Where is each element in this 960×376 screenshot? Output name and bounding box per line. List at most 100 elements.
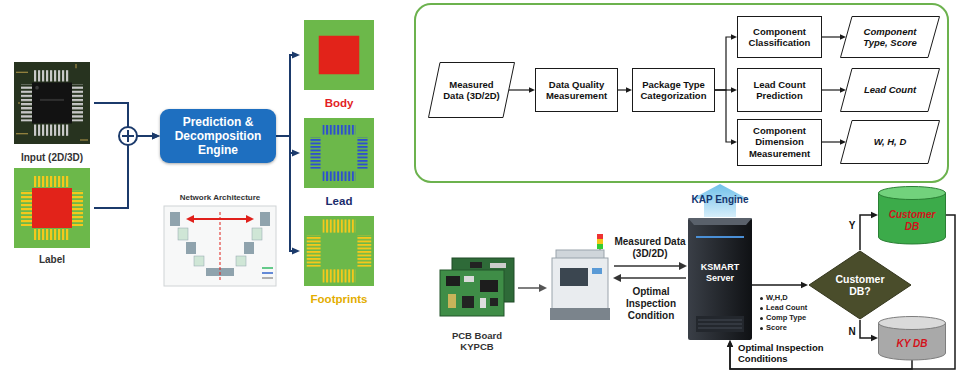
node-label: KY DB: [881, 338, 943, 350]
pcb-component: [448, 294, 456, 308]
bullet-dot: [760, 317, 763, 320]
arrow-head: [871, 335, 878, 341]
network-legend-line: [262, 272, 273, 274]
signal-light: [597, 244, 603, 249]
arrow-head: [840, 34, 846, 39]
data-arrow: [614, 265, 681, 267]
connector: [860, 320, 878, 341]
arrow-head: [840, 87, 846, 92]
signal-light: [597, 234, 603, 239]
connector-line: [715, 90, 733, 142]
signal-light: [597, 239, 603, 244]
machine-base: [550, 308, 610, 320]
server-vent-line: [698, 320, 742, 321]
arrow-head: [292, 247, 300, 254]
edge-label: Y: [845, 220, 859, 232]
connector: [618, 87, 632, 92]
parallelogram-outline: [841, 121, 940, 164]
decision-diamond: Customer DB?: [808, 250, 912, 320]
database-cylinder: Customer DB: [878, 186, 946, 244]
arrow-head: [679, 262, 687, 270]
label-anchor: Optimal Inspection Condition: [616, 286, 686, 322]
image-node: Footprints: [300, 214, 378, 306]
bullet-item: W,H,D: [766, 293, 810, 303]
node-label: KSMART Server: [688, 262, 752, 284]
arrow-head: [871, 212, 878, 218]
connector: [276, 51, 300, 136]
node-label: Measured Data (3D/2D): [442, 79, 501, 102]
machine-body: [552, 258, 608, 310]
machine-screen: [592, 268, 602, 274]
connector-line: [822, 141, 842, 142]
label-anchor: KAP Engine: [690, 194, 750, 206]
network-layer: [236, 256, 246, 266]
arrow-head: [727, 340, 733, 347]
node-label: Prediction & Decomposition Engine: [164, 115, 272, 157]
edge-label: N: [845, 326, 859, 338]
image-node: Label: [10, 166, 94, 266]
cylinder-top: [879, 317, 946, 330]
pcb-component: [462, 296, 474, 308]
pcb-board: [440, 270, 504, 316]
network-layer: [260, 212, 270, 226]
network-layer: [170, 212, 180, 226]
server-bevel: [688, 218, 752, 225]
process-box: Lead Count Prediction: [737, 68, 822, 112]
image-node: Lead: [300, 116, 378, 208]
label-anchor: Measured Data (3D/2D): [614, 236, 686, 260]
process-box: Component Dimension Measurement: [737, 119, 822, 166]
annotation: Measured Data (3D/2D): [614, 236, 686, 260]
label-anchor: N: [845, 326, 859, 338]
sum-symbol-bar: [127, 130, 129, 142]
pcb-component: [446, 276, 460, 286]
arrow-head: [152, 132, 160, 139]
network-divider: [220, 212, 221, 282]
connector-line: [752, 284, 804, 286]
label-anchor: Comp Type: [766, 313, 810, 323]
process-box: Package Type Categorization: [632, 68, 715, 112]
sum-symbol: [119, 127, 137, 145]
node-label: Lead Count: [854, 84, 926, 96]
server-tower: [688, 218, 752, 340]
connector: [509, 87, 535, 92]
input-image: [14, 62, 90, 144]
network-layer: [186, 242, 196, 254]
footprint-image: [304, 216, 374, 286]
node-label: Lead Count Prediction: [741, 79, 818, 102]
network-layer: [252, 228, 262, 240]
parallelogram-outline: [429, 63, 515, 118]
pcb-component: [464, 276, 474, 282]
connector-line: [276, 136, 295, 251]
arrow-head: [292, 149, 300, 156]
annotation: Optimal Inspection Condition: [616, 286, 686, 322]
engine-box: Prediction & Decomposition Engine: [160, 109, 276, 163]
node-label: Package Type Categorization: [636, 79, 711, 102]
connector-line: [276, 55, 295, 136]
node-label: W, H, D: [854, 136, 926, 148]
node-label: Component Type, Score: [854, 26, 926, 49]
bullet-item: Lead Count: [766, 303, 810, 313]
image-caption: Lead: [300, 195, 378, 208]
node-label: Network Architecture: [158, 193, 282, 203]
image-caption: Footprints: [300, 293, 378, 306]
server-light: [696, 236, 744, 238]
connector-line: [822, 89, 842, 90]
image-caption: Input (2D/3D): [10, 152, 94, 164]
pcb-component: [470, 262, 482, 268]
connector-line: [509, 89, 531, 90]
data-parallelogram: Lead Count: [840, 68, 940, 112]
image-caption: Label: [10, 254, 94, 266]
bullet-dot: [760, 327, 763, 330]
bullet-item: Score: [766, 323, 810, 333]
network-figure: Network Architecture: [158, 190, 282, 290]
kap-panel: [415, 4, 948, 182]
label-anchor: Optimal Inspection Conditions: [738, 342, 842, 364]
node-label: Customer DB?: [830, 273, 890, 297]
arrow-head: [246, 215, 254, 223]
node-label: Customer DB: [881, 209, 943, 233]
connector: [822, 87, 846, 92]
lead-image: [304, 118, 374, 188]
process-box: Data Quality Measurement: [535, 68, 618, 112]
